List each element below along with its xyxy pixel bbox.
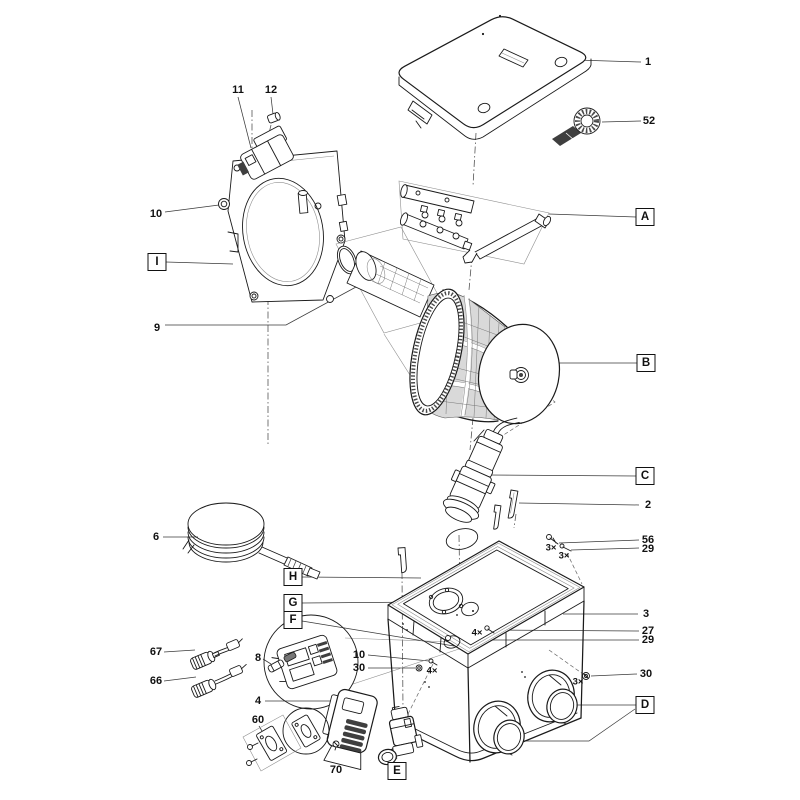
bracket-screws — [246, 742, 259, 766]
retainer-clip-left — [493, 504, 502, 530]
cable-66 — [191, 664, 247, 698]
spray-bar-manifold — [400, 184, 475, 227]
outlet-lower — [473, 700, 525, 756]
screw-70 — [332, 740, 340, 751]
filter-element — [335, 226, 450, 334]
plug-part — [267, 112, 281, 124]
drum-drive-motor — [442, 417, 520, 523]
nut-30a — [415, 664, 423, 672]
retainer-clip-2 — [507, 489, 519, 519]
grommet-part — [218, 198, 230, 210]
lid-latch — [407, 100, 433, 125]
cable-67 — [190, 638, 243, 670]
lid-part — [398, 14, 592, 140]
riser-pipe — [462, 213, 552, 264]
screw-10b — [428, 658, 438, 666]
inspection-cover — [428, 587, 464, 615]
sealing-tape-roll — [552, 107, 601, 146]
spray-pipe — [399, 212, 473, 251]
fuse-part — [267, 651, 297, 673]
screw-29 — [559, 543, 572, 552]
screw-4x — [484, 625, 495, 634]
spiral-hose — [182, 502, 321, 580]
controller-detail-circle — [263, 614, 359, 710]
drive-motor-small — [237, 125, 294, 180]
dirt-pump — [377, 705, 424, 766]
container-tank — [387, 528, 590, 763]
nut-30b — [582, 672, 590, 680]
controller-unit — [322, 688, 378, 770]
screw-56 — [546, 534, 559, 545]
filter-drum — [409, 288, 561, 425]
drum-hub — [509, 367, 529, 383]
outlet-upper — [527, 669, 578, 725]
retainer-clip-h — [397, 547, 407, 574]
bracket-detail — [242, 707, 330, 772]
spray-bar-assembly — [398, 180, 552, 265]
cover-gasket — [461, 601, 479, 617]
